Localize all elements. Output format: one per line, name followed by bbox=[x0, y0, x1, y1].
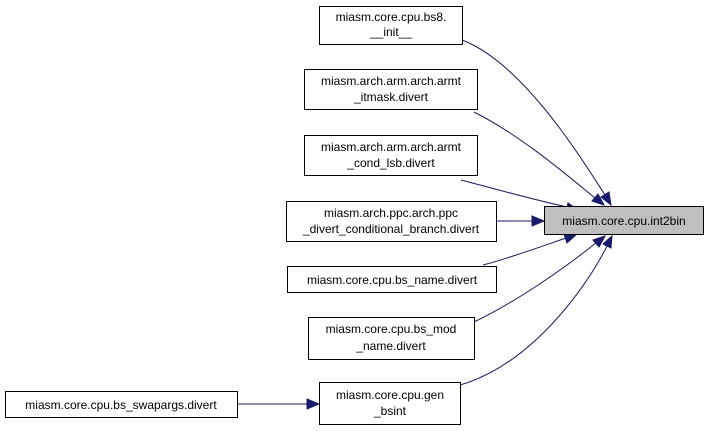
arrowhead-gen-bsint bbox=[602, 234, 613, 249]
arrowhead-ppc-divert bbox=[531, 215, 546, 227]
arrowhead-bs8-init bbox=[600, 191, 612, 207]
node-label-line2: _divert_conditional_branch.divert bbox=[302, 222, 480, 236]
node-label-line2: _itmask.divert bbox=[353, 90, 429, 104]
edge-bs-name-to-int2bin bbox=[482, 237, 567, 266]
node-bs-swapargs-divert[interactable]: miasm.core.cpu.bs_swapargs.divert bbox=[5, 391, 238, 418]
node-label-line1: miasm.core.cpu.bs_mod bbox=[326, 322, 457, 336]
node-armt-itmask-divert[interactable]: miasm.arch.arm.arch.armt _itmask.divert bbox=[304, 69, 478, 110]
edge-armt-cond-lsb-to-int2bin bbox=[460, 179, 568, 208]
edge-armt-itmask-to-int2bin bbox=[473, 111, 596, 199]
node-label: miasm.core.cpu.bs_name.divert bbox=[307, 273, 478, 287]
node-label-line1: miasm.arch.arm.arch.armt bbox=[321, 140, 462, 154]
arrowhead-bs-name bbox=[563, 233, 579, 244]
edge-bs-mod-name-to-int2bin bbox=[473, 241, 598, 323]
node-ppc-divert-conditional-branch[interactable]: miasm.arch.ppc.arch.ppc _divert_conditio… bbox=[286, 201, 497, 242]
node-label-line2: _name.divert bbox=[355, 339, 426, 353]
node-bs-mod-name-divert[interactable]: miasm.core.cpu.bs_mod _name.divert bbox=[308, 317, 475, 360]
arrowhead-bs-mod-name bbox=[592, 235, 607, 248]
node-int2bin-target[interactable]: miasm.core.cpu.int2bin bbox=[544, 206, 704, 235]
node-bs-name-divert[interactable]: miasm.core.cpu.bs_name.divert bbox=[287, 266, 497, 293]
node-armt-cond-lsb-divert[interactable]: miasm.arch.arm.arch.armt _cond_lsb.diver… bbox=[304, 135, 478, 176]
node-gen-bsint[interactable]: miasm.core.cpu.gen _bsint bbox=[319, 382, 461, 425]
graph-nodes: miasm.core.cpu.int2bin miasm.core.cpu.bs… bbox=[5, 6, 704, 425]
node-label-line1: miasm.core.cpu.gen bbox=[336, 388, 444, 402]
node-label-line2: __init__ bbox=[369, 25, 412, 39]
graph-edges bbox=[237, 39, 613, 410]
node-label-line1: miasm.core.cpu.bs8. bbox=[336, 10, 447, 24]
arrowhead-armt-itmask bbox=[591, 193, 606, 206]
node-label-line2: _bsint bbox=[373, 404, 407, 418]
node-label-line2: _cond_lsb.divert bbox=[346, 156, 435, 170]
node-label: miasm.core.cpu.bs_swapargs.divert bbox=[25, 398, 217, 412]
node-label-line1: miasm.arch.ppc.arch.ppc bbox=[324, 206, 458, 220]
node-bs8-init[interactable]: miasm.core.cpu.bs8. __init__ bbox=[319, 6, 463, 45]
edge-gen-bsint-to-int2bin bbox=[459, 245, 608, 386]
node-label-line1: miasm.arch.arm.arch.armt bbox=[321, 74, 462, 88]
node-label: miasm.core.cpu.int2bin bbox=[562, 214, 685, 228]
arrowhead-bs-swapargs bbox=[306, 398, 321, 410]
edge-bs8-init-to-int2bin bbox=[461, 39, 606, 196]
